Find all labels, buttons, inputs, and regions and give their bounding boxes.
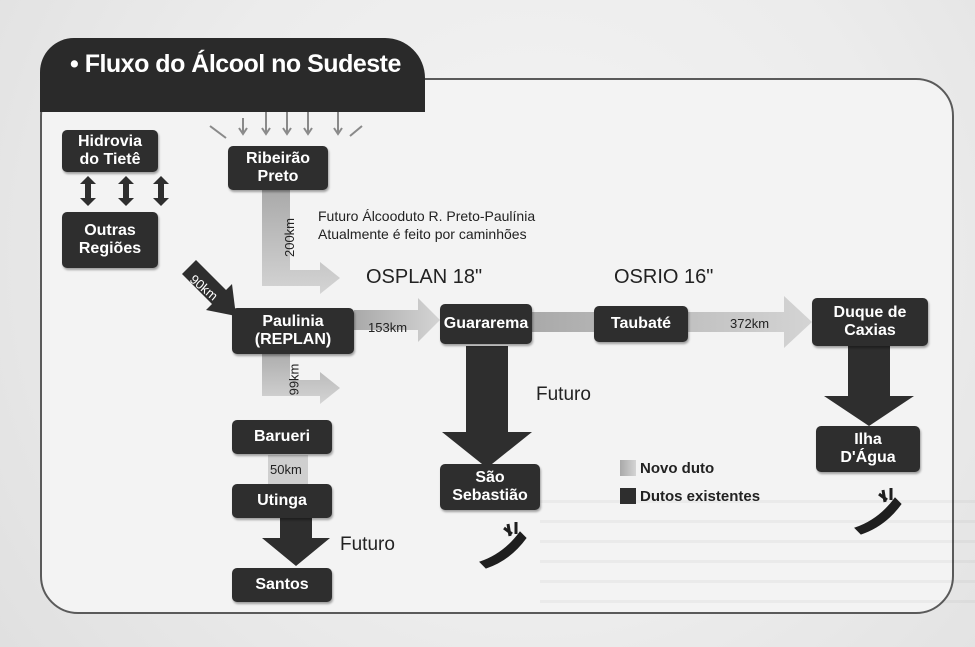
label-372km: 372km (730, 316, 770, 331)
ship-icon (854, 488, 902, 535)
legend-swatch-existing (620, 488, 636, 504)
truck-inflow-arrows (209, 112, 363, 139)
node-santos: Santos (232, 568, 332, 602)
duct-duque-ilha (824, 346, 914, 426)
new-duct-paulinia-guararema (354, 298, 440, 342)
node-utinga: Utinga (232, 484, 332, 518)
duct-outras-paulinia (182, 260, 236, 316)
label-200km: 200km (282, 217, 298, 258)
exchange-arrows (80, 176, 169, 206)
legend-label-new: Novo duto (640, 460, 715, 477)
future-pipeline-ribeirao-paulinia (262, 188, 340, 294)
label-99km: 99km (286, 363, 302, 396)
future-duct-utinga-santos (262, 512, 330, 566)
label-futuro-bottom: Futuro (340, 534, 395, 555)
diagram-title: • Fluxo do Álcool no Sudeste (70, 50, 401, 78)
legend-swatch-new (620, 460, 636, 476)
label-futuro-alcooduto: Futuro Álcooduto R. Preto-Paulínia (318, 208, 536, 224)
title-tab (40, 38, 425, 112)
node-barueri: Barueri (232, 420, 332, 454)
bleed-through-text (540, 500, 975, 610)
new-duct-paulinia-barueri (262, 348, 340, 404)
label-osrio: OSRIO 16" (614, 266, 714, 288)
node-ribeirao-preto: Ribeirão Preto (228, 146, 328, 190)
label-osplan: OSPLAN 18" (366, 266, 483, 288)
new-duct-barueri-utinga (268, 455, 308, 485)
label-futuro-center: Futuro (536, 384, 591, 405)
node-outras-regioes: Outras Regiões (62, 212, 158, 268)
label-50km: 50km (270, 462, 302, 477)
label-atualmente: Atualmente é feito por caminhões (318, 226, 527, 242)
node-sao-sebastiao: São Sebastião (440, 464, 540, 510)
node-paulinia: Paulinia (REPLAN) (232, 308, 354, 354)
legend-label-existing: Dutos existentes (640, 488, 761, 505)
future-duct-guararema-saosebastiao (442, 346, 532, 468)
node-ilha-dagua: Ilha D'Água (816, 426, 920, 472)
node-taubate: Taubaté (594, 306, 688, 342)
label-153km: 153km (368, 320, 408, 335)
ship-icon (479, 522, 527, 569)
node-duque-de-caxias: Duque de Caxias (812, 298, 928, 346)
node-hidrovia: Hidrovia do Tietê (62, 130, 158, 172)
node-guararema: Guararema (440, 304, 532, 344)
